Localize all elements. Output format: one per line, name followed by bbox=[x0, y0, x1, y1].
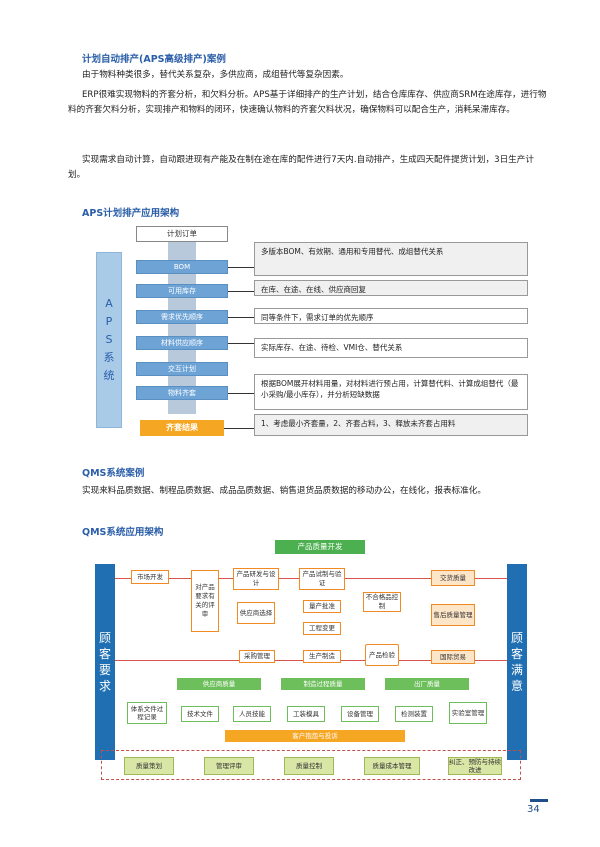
qms-customer-requirements: 顾 客 要 求 bbox=[95, 564, 115, 760]
qms-left-char: 顾 bbox=[98, 631, 111, 645]
qms-bottom-row: 质量策划 管理评审 质量控制 质量成本管理 纠正、预防与持续改进 bbox=[101, 750, 521, 780]
aps-note-priority: 同等条件下，需求订单的优先顺序 bbox=[254, 308, 528, 324]
aps-diagram-title: APS计划排产应用架构 bbox=[82, 208, 180, 219]
aps-system-label: A P S 系 统 bbox=[96, 252, 122, 428]
qms-right-char: 满 bbox=[510, 663, 523, 677]
qms-tech-docs: 技术文件 bbox=[181, 706, 219, 722]
qms-right-char: 意 bbox=[510, 679, 523, 693]
qms-product-inspection: 产品检验 bbox=[365, 644, 399, 666]
qms-paragraph-1: 实现来料品质数据、制程品质数据、成品品质数据、销售退货品质数据的移动办公，在线化… bbox=[82, 486, 486, 496]
qms-system-docs: 体系文件过程记录 bbox=[127, 702, 167, 724]
qms-quality-cost: 质量成本管理 bbox=[364, 757, 420, 775]
qms-supplier-selection: 供应商选择 bbox=[237, 602, 275, 624]
aps-note-supply: 实际库存、在途、待检、VMI仓、替代关系 bbox=[254, 338, 528, 358]
qms-mass-approval: 量产批准 bbox=[303, 600, 341, 613]
aps-case-title: 计划自动排产(APS高级排产)案例 bbox=[82, 54, 226, 65]
aps-final-result: 齐套结果 bbox=[140, 420, 224, 436]
aps-side-char: A bbox=[105, 297, 113, 310]
qms-process-quality-bar: 制造过程质量 bbox=[281, 678, 365, 690]
qms-requirement-review: 对产品要求有关的评审 bbox=[191, 570, 219, 632]
aps-arrow bbox=[224, 428, 254, 429]
aps-note-kitting: 1、考虑最小齐套量，2、齐套占料，3、释放未齐套占用料 bbox=[254, 414, 528, 436]
qms-right-char: 客 bbox=[510, 647, 523, 661]
qms-quality-control: 质量控制 bbox=[284, 757, 334, 775]
qms-continuous-improvement: 纠正、预防与持续改进 bbox=[448, 757, 502, 775]
qms-right-char: 顾 bbox=[510, 631, 523, 645]
aps-arrow bbox=[228, 291, 254, 292]
qms-international-trade: 国际贸易 bbox=[431, 650, 475, 664]
aps-step-supply-order: 材料供应顺序 bbox=[136, 336, 228, 350]
aps-step-demand-priority: 需求优先顺序 bbox=[136, 310, 228, 324]
aps-paragraph-2: ERP很难实现物料的齐套分析，和欠料分析。APS基于详细排产的生产计划，结合仓库… bbox=[68, 90, 547, 115]
aps-architecture-diagram: A P S 系 统 计划订单 BOM 可用库存 需求优先顺序 材料供应顺序 交互… bbox=[96, 222, 532, 444]
aps-side-char: 系 bbox=[103, 351, 115, 364]
aps-step-interactive-plan: 交互计划 bbox=[136, 362, 228, 376]
aps-step-inventory: 可用库存 bbox=[136, 284, 228, 298]
qms-inspection-devices: 检测装置 bbox=[395, 706, 433, 722]
qms-diagram-title: QMS系统应用架构 bbox=[82, 527, 164, 538]
qms-personnel-skills: 人员技能 bbox=[233, 706, 271, 722]
qms-management-review: 管理评审 bbox=[204, 757, 254, 775]
qms-lab-mgmt: 实验室管理 bbox=[449, 702, 487, 724]
aps-side-char: P bbox=[105, 315, 113, 328]
qms-market-dev: 市场开发 bbox=[131, 570, 169, 584]
aps-step-bom: BOM bbox=[136, 260, 228, 274]
qms-engineering-change: 工程变更 bbox=[303, 622, 341, 635]
aps-side-char: 统 bbox=[103, 369, 115, 382]
qms-tooling-molds: 工装模具 bbox=[287, 706, 325, 722]
page-number: 34 bbox=[527, 804, 540, 815]
qms-nonconforming-control: 不合格品控制 bbox=[363, 592, 401, 612]
qms-purchasing: 采购管理 bbox=[239, 650, 275, 663]
qms-production: 生产制造 bbox=[303, 650, 341, 663]
qms-header: 产品质量开发 bbox=[275, 540, 365, 554]
aps-arrow bbox=[228, 267, 254, 268]
page-number-bar bbox=[530, 799, 548, 802]
aps-paragraph-1: 由于物料种类很多，替代关系复杂，多供应商，成组替代等复杂因素。 bbox=[82, 70, 349, 80]
aps-arrow bbox=[228, 343, 254, 344]
aps-note-inventory: 在库、在途、在线、供应商回复 bbox=[254, 280, 528, 296]
qms-product-design: 产品研发与设计 bbox=[233, 568, 279, 590]
qms-after-sales: 售后质量管理 bbox=[431, 604, 475, 626]
qms-left-char: 要 bbox=[98, 663, 111, 677]
qms-supplier-quality-bar: 供应商质量 bbox=[177, 678, 261, 690]
aps-planned-order: 计划订单 bbox=[136, 226, 228, 242]
qms-customer-complaint: 客户抱怨与投诉 bbox=[225, 730, 405, 742]
qms-left-char: 客 bbox=[98, 647, 111, 661]
aps-note-calc: 根据BOM展开材料用量，对材料进行预占用，计算替代料、计算成组替代（最小采购/最… bbox=[254, 374, 528, 410]
qms-case-title: QMS系统案例 bbox=[82, 468, 145, 479]
qms-left-char: 求 bbox=[98, 679, 111, 693]
qms-customer-satisfaction: 顾 客 满 意 bbox=[507, 564, 527, 760]
aps-step-kitting: 物料齐套 bbox=[136, 386, 228, 400]
qms-product-test: 产品试制与验证 bbox=[299, 568, 345, 590]
qms-architecture-diagram: 产品质量开发 顾 客 要 求 顾 客 满 意 市场开发 对产品要求有关的评审 产… bbox=[95, 540, 527, 785]
qms-outgoing-quality-bar: 出厂质量 bbox=[385, 678, 469, 690]
aps-arrow bbox=[228, 317, 254, 318]
aps-arrow bbox=[228, 393, 254, 394]
qms-delivery-quality: 交货质量 bbox=[431, 570, 475, 586]
aps-note-bom: 多版本BOM、有效期、通用和专用替代、成组替代关系 bbox=[254, 242, 528, 276]
aps-side-char: S bbox=[105, 333, 113, 346]
qms-equipment-mgmt: 设备管理 bbox=[341, 706, 379, 722]
aps-paragraph-3: 实现需求自动计算，自动跟进现有产能及在制在途在库的配件进行7天内.自动排产，生成… bbox=[68, 155, 534, 180]
qms-quality-planning: 质量策划 bbox=[124, 757, 174, 775]
